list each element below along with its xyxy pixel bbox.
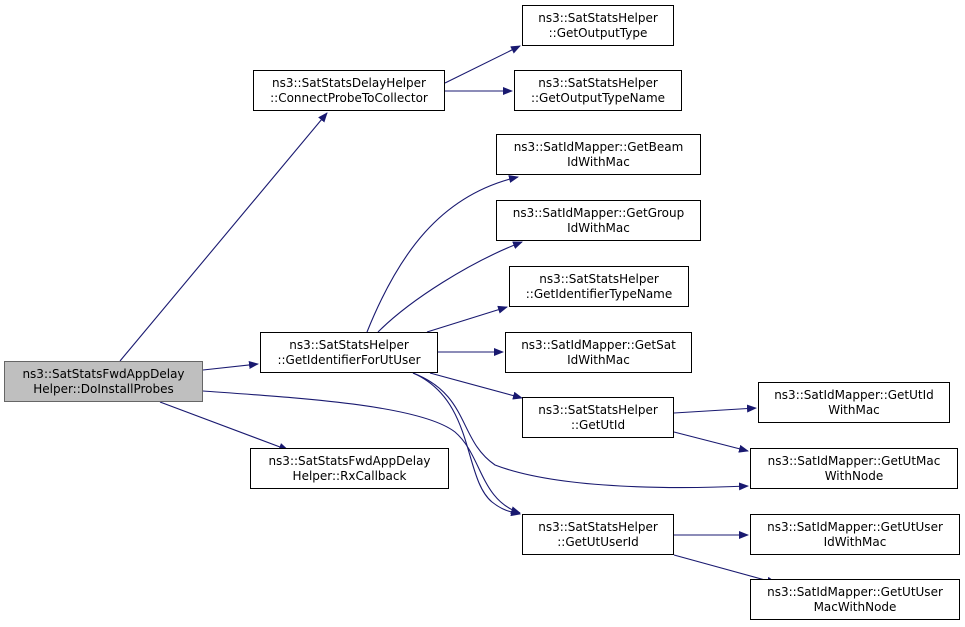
- edge-n4-to-n6: [377, 241, 523, 333]
- node-stats-helper-get-output-type-name[interactable]: ns3::SatStatsHelper ::GetOutputTypeName: [514, 70, 682, 111]
- node-line-1: ns3::SatStatsDelayHelper: [272, 75, 426, 90]
- node-line-1: ns3::SatIdMapper::GetUtId: [774, 387, 934, 402]
- node-fwd-app-delay-do-install-probes: ns3::SatStatsFwdAppDelay Helper::DoInsta…: [4, 361, 203, 402]
- node-id-mapper-get-group-id-with-mac[interactable]: ns3::SatIdMapper::GetGroup IdWithMac: [496, 200, 701, 241]
- node-line-2: ::GetOutputTypeName: [530, 90, 666, 105]
- node-id-mapper-get-ut-user-mac-with-node[interactable]: ns3::SatIdMapper::GetUtUser MacWithNode: [750, 579, 960, 620]
- node-line-2: ::GetOutputType: [548, 25, 648, 40]
- node-line-2: ::GetUtId: [570, 417, 626, 432]
- node-line-1: ns3::SatStatsFwdAppDelay: [22, 366, 185, 381]
- node-line-2: IdWithMac: [567, 154, 630, 169]
- node-line-2: ::ConnectProbeToCollector: [270, 90, 428, 105]
- node-line-1: ns3::SatIdMapper::GetUtUser: [767, 584, 943, 599]
- node-id-mapper-get-sat-id-with-mac[interactable]: ns3::SatIdMapper::GetSat IdWithMac: [505, 332, 692, 373]
- node-stats-helper-get-identifier-type-name[interactable]: ns3::SatStatsHelper ::GetIdentifierTypeN…: [509, 266, 689, 307]
- node-line-2: WithNode: [824, 468, 884, 483]
- edge-n4-to-n11: [412, 372, 749, 491]
- edge-n4-to-n5: [366, 175, 519, 333]
- node-fwd-app-delay-rx-callback[interactable]: ns3::SatStatsFwdAppDelay Helper::RxCallb…: [250, 448, 449, 489]
- node-line-2: MacWithNode: [813, 599, 897, 614]
- node-stats-helper-get-ut-user-id[interactable]: ns3::SatStatsHelper ::GetUtUserId: [522, 514, 674, 555]
- node-id-mapper-get-ut-user-id-with-mac[interactable]: ns3::SatIdMapper::GetUtUser IdWithMac: [750, 514, 960, 555]
- node-line-1: ns3::SatIdMapper::GetBeam: [513, 139, 684, 154]
- node-line-1: ns3::SatStatsHelper: [538, 10, 658, 25]
- node-line-2: ::GetUtUserId: [557, 534, 639, 549]
- edge-n4-to-n9: [429, 372, 523, 400]
- node-line-2: ::GetIdentifierTypeName: [525, 286, 673, 301]
- node-line-2: IdWithMac: [823, 534, 887, 549]
- node-line-1: ns3::SatIdMapper::GetSat: [521, 337, 676, 352]
- edge-n0-to-n12: [159, 401, 289, 451]
- edge-n0-to-n13: [202, 390, 521, 515]
- node-line-2: IdWithMac: [567, 352, 630, 367]
- edge-n9-to-n10: [673, 404, 757, 414]
- node-line-1: ns3::SatIdMapper::GetUtUser: [767, 519, 943, 534]
- node-stats-helper-get-ut-id[interactable]: ns3::SatStatsHelper ::GetUtId: [522, 397, 674, 438]
- node-line-1: ns3::SatStatsHelper: [538, 519, 658, 534]
- node-line-2: IdWithMac: [567, 220, 630, 235]
- node-line-1: ns3::SatIdMapper::GetUtMac: [767, 453, 941, 468]
- node-line-1: ns3::SatStatsHelper: [538, 75, 658, 90]
- node-line-1: ns3::SatIdMapper::GetGroup: [512, 205, 685, 220]
- node-line-1: ns3::SatStatsHelper: [538, 402, 658, 417]
- edge-n0-to-n1: [119, 112, 328, 362]
- node-id-mapper-get-ut-id-with-mac[interactable]: ns3::SatIdMapper::GetUtId WithMac: [758, 382, 950, 423]
- node-line-2: Helper::RxCallback: [292, 468, 407, 483]
- node-line-2: WithMac: [828, 402, 880, 417]
- edge-n4-to-n7: [426, 305, 508, 333]
- node-line-1: ns3::SatStatsFwdAppDelay: [268, 453, 431, 468]
- node-line-1: ns3::SatStatsHelper: [289, 337, 409, 352]
- node-line-2: ::GetIdentifierForUtUser: [277, 352, 421, 367]
- edge-n1-to-n2: [444, 45, 521, 84]
- edge-n13-to-n15: [673, 554, 777, 585]
- edge-n4-to-n13: [412, 372, 521, 517]
- node-line-2: Helper::DoInstallProbes: [33, 381, 174, 396]
- edge-n0-to-n4: [202, 360, 259, 371]
- node-stats-helper-get-output-type[interactable]: ns3::SatStatsHelper ::GetOutputType: [522, 5, 674, 46]
- node-delay-helper-connect-probe-to-collector[interactable]: ns3::SatStatsDelayHelper ::ConnectProbeT…: [253, 70, 445, 111]
- edge-n9-to-n11: [673, 431, 749, 453]
- node-id-mapper-get-ut-mac-with-node[interactable]: ns3::SatIdMapper::GetUtMac WithNode: [750, 448, 958, 489]
- node-id-mapper-get-beam-id-with-mac[interactable]: ns3::SatIdMapper::GetBeam IdWithMac: [496, 134, 701, 175]
- node-stats-helper-get-identifier-for-ut-user[interactable]: ns3::SatStatsHelper ::GetIdentifierForUt…: [260, 332, 438, 373]
- node-line-1: ns3::SatStatsHelper: [539, 271, 659, 286]
